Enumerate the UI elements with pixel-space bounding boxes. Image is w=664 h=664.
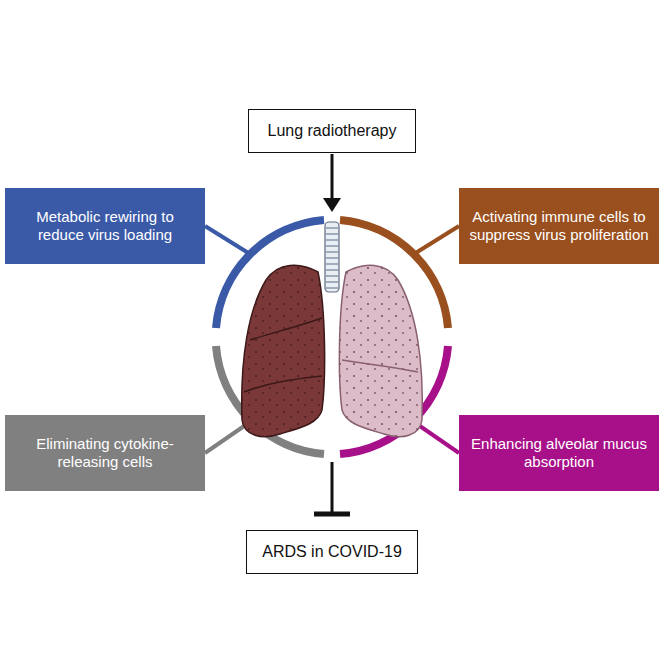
box-label: Enhancing alveolar mucus absorption [467, 435, 651, 471]
box-label: Lung radiotherapy [268, 121, 397, 140]
lungs [242, 222, 423, 437]
leader-line [414, 226, 459, 254]
outcome-box: ARDS in COVID-19 [246, 530, 418, 574]
leader-line [205, 226, 250, 254]
mechanism-box: Metabolic rewiring to reduce virus loadi… [5, 188, 205, 264]
arrow-shaft [331, 154, 334, 200]
box-label: Activating immune cells to suppress viru… [467, 208, 651, 244]
input-box: Lung radiotherapy [248, 109, 416, 153]
arrow-head [323, 198, 341, 212]
mechanism-box: Eliminating cytokine-releasing cells [5, 415, 205, 491]
inhibit-line [331, 462, 334, 514]
inhibit-bar [314, 512, 350, 517]
ring [216, 220, 448, 454]
box-label: Eliminating cytokine-releasing cells [13, 435, 197, 471]
box-label: Metabolic rewiring to reduce virus loadi… [13, 208, 197, 244]
mechanism-box: Enhancing alveolar mucus absorption [459, 415, 659, 491]
mechanism-box: Activating immune cells to suppress viru… [459, 188, 659, 264]
box-label: ARDS in COVID-19 [262, 542, 402, 561]
